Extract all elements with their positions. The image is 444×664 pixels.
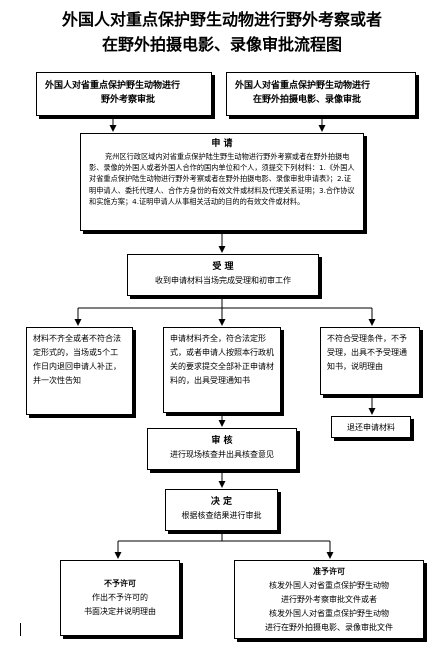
rejected-text: 不符合受理条件，不予受理，出具不予受理通知书，说明理由 (327, 334, 407, 371)
box-apply: 申 请 兖州区行政区域内对省重点保护陆生野生动物进行野外考察或者在野外拍摄电影、… (80, 133, 364, 231)
box-return-materials: 退还申请材料 (331, 416, 411, 438)
apply-text: 兖州区行政区域内对省重点保护陆生野生动物进行野外考察或者在野外拍摄电影、录像的外… (89, 152, 355, 206)
approve-heading: 准予许可 (313, 567, 345, 576)
box-filming: 外国人对省重点保护野生动物进行 在野外拍摄电影、录像审批 (226, 72, 416, 116)
approve-line-1: 核发外国人对省重点保护野生动物 (269, 581, 389, 590)
accept-text: 收到申请材料当场完成受理和初审工作 (155, 276, 291, 285)
box-deny: 不予许可 作出不予许可的 书面决定并说明理由 (60, 560, 180, 636)
box-field-survey-line-2: 野外考察审批 (101, 95, 156, 105)
box-filming-line-2: 在野外拍摄电影、录像审批 (253, 95, 362, 105)
box-complete: 申请材料齐全，符合法定形式，或者申请人按照本行政机关的要求提交全部补正申请材料的… (163, 327, 281, 413)
deny-heading: 不予许可 (104, 579, 136, 588)
decision-heading: 决 定 (210, 497, 233, 507)
approve-line-3: 核发外国人对省重点保护野生动物 (269, 609, 389, 618)
box-field-survey-line-1: 外国人对省重点保护野生动物进行 (45, 81, 181, 91)
decision-text: 根据核查结果进行审批 (181, 511, 262, 520)
accept-heading: 受 理 (212, 262, 234, 272)
box-incomplete: 材料不齐全或者不符合法定形式的，当场或5个工作日内退回申请人补正，并一次性告知 (26, 327, 133, 415)
incomplete-text: 材料不齐全或者不符合法定形式的，当场或5个工作日内退回申请人补正，并一次性告知 (33, 334, 121, 385)
apply-heading: 申 请 (211, 139, 233, 149)
box-decision: 决 定 根据核查结果进行审批 (165, 489, 278, 531)
review-heading: 审 核 (211, 436, 233, 446)
deny-line-1: 作出不予许可的 (92, 593, 148, 602)
complete-text: 申请材料齐全，符合法定形式，或者申请人按照本行政机关的要求提交全部补正申请材料的… (170, 334, 274, 385)
deny-line-2: 书面决定并说明理由 (84, 607, 156, 616)
box-accept: 受 理 收到申请材料当场完成受理和初审工作 (127, 254, 319, 296)
review-text: 进行现场核查并出具核查意见 (170, 450, 274, 459)
return-materials-text: 退还申请材料 (347, 423, 395, 432)
box-rejected: 不符合受理条件，不予受理，出具不予受理通知书，说明理由 (320, 327, 420, 395)
box-filming-line-1: 外国人对省重点保护野生动物进行 (235, 81, 371, 91)
approve-line-2: 进行野外考察审批文件或者 (281, 595, 377, 604)
page-title-line-1: 外国人对重点保护野生动物进行野外考察或者 (61, 10, 382, 29)
box-review: 审 核 进行现场核查并出具核查意见 (147, 428, 297, 470)
approve-line-4: 进行在野外拍摄电影、录像审批文件 (265, 623, 393, 632)
box-field-survey: 外国人对省重点保护野生动物进行 野外考察审批 (36, 72, 212, 116)
page-title-line-2: 在野外拍摄电影、录像审批流程图 (101, 35, 342, 54)
text-cursor (20, 623, 21, 636)
box-approve: 准予许可 核发外国人对省重点保护野生动物 进行野外考察审批文件或者 核发外国人对… (234, 560, 424, 639)
